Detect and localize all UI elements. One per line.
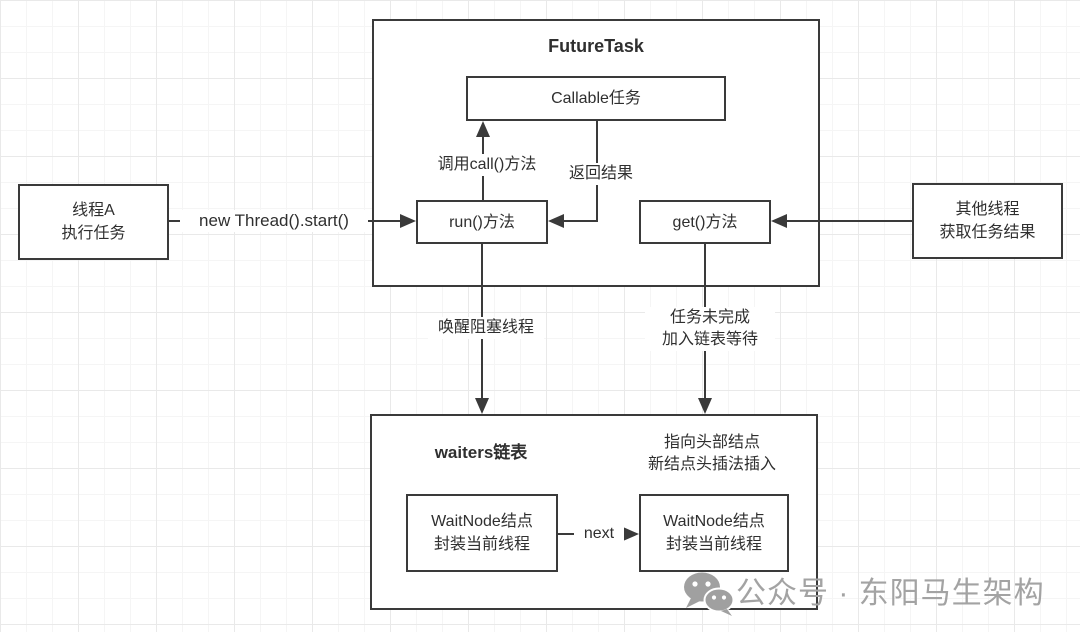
wechat-icon xyxy=(682,572,736,616)
edge-return-hline xyxy=(564,220,598,222)
edge-label-pending: 任务未完成 加入链表等待 xyxy=(645,307,775,351)
get-method-box: get()方法 xyxy=(639,200,771,244)
callable-box: Callable任务 xyxy=(466,76,726,121)
thread-a-line1: 线程A xyxy=(72,202,115,219)
waitnode2-line2: 封装当前线程 xyxy=(665,536,762,553)
other-thread-line2: 获取任务结果 xyxy=(939,224,1036,241)
arrowhead-into-callable xyxy=(476,121,490,137)
waitnode-box-1: WaitNode结点 封装当前线程 xyxy=(406,494,558,572)
waiters-note: 指向头部结点 新结点头插法插入 xyxy=(630,432,794,476)
run-method-label: run()方法 xyxy=(449,213,515,231)
futuretask-title: FutureTask xyxy=(548,36,644,56)
waitnode-box-2: WaitNode结点 封装当前线程 xyxy=(639,494,789,572)
other-thread-box: 其他线程 获取任务结果 xyxy=(912,183,1063,259)
arrowhead-into-run-left xyxy=(400,214,416,228)
edge-label-call: 调用call()方法 xyxy=(424,154,550,176)
edge-label-pending-line1: 任务未完成 xyxy=(669,309,750,326)
edge-otherthread-line xyxy=(787,220,912,222)
arrowhead-into-waitnode2 xyxy=(623,527,639,541)
waiters-note-line1: 指向头部结点 xyxy=(663,434,760,451)
arrowhead-into-run-right xyxy=(548,214,564,228)
run-method-box: run()方法 xyxy=(416,200,548,244)
get-method-label: get()方法 xyxy=(672,213,738,231)
edge-label-return: 返回结果 xyxy=(558,163,644,185)
edge-label-next: next xyxy=(574,523,624,545)
watermark-text: 公众号 · 东阳马生架构 xyxy=(736,577,1045,610)
other-thread-line1: 其他线程 xyxy=(955,201,1020,218)
thread-a-line2: 执行任务 xyxy=(61,225,126,242)
arrowhead-into-waiters-left xyxy=(475,398,489,414)
thread-a-box: 线程A 执行任务 xyxy=(18,184,169,260)
watermark: 公众号 · 东阳马生架构 xyxy=(682,572,1045,616)
waiters-note-line2: 新结点头插法插入 xyxy=(647,456,776,473)
arrowhead-into-waiters-right xyxy=(698,398,712,414)
edge-label-wake: 唤醒阻塞线程 xyxy=(428,317,544,339)
callable-label: Callable任务 xyxy=(551,90,641,107)
waitnode1-line2: 封装当前线程 xyxy=(433,536,530,553)
edge-label-pending-line2: 加入链表等待 xyxy=(661,331,758,348)
waiters-title: waiters链表 xyxy=(434,443,528,462)
waitnode1-line1: WaitNode结点 xyxy=(431,513,533,530)
waitnode2-line1: WaitNode结点 xyxy=(663,513,765,530)
edge-label-new-thread: new Thread().start() xyxy=(180,210,368,232)
arrowhead-into-get-right xyxy=(771,214,787,228)
